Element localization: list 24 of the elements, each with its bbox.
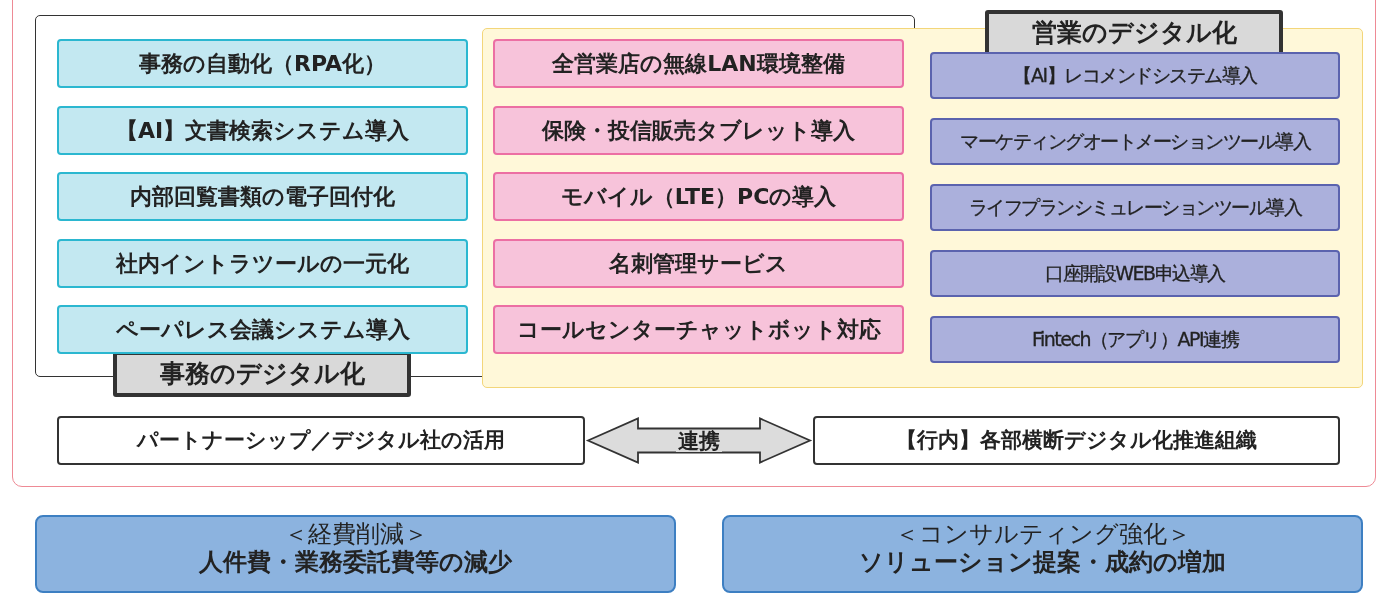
group-heading: 事務のデジタル化	[113, 351, 411, 397]
task-box: マーケティングオートメーションツール導入	[930, 118, 1340, 165]
task-box: 名刺管理サービス	[493, 239, 904, 288]
task-box: 【AI】レコメンドシステム導入	[930, 52, 1340, 99]
task-box: 口座開設WEB申込導入	[930, 250, 1340, 297]
task-box: 全営業店の無線LAN環境整備	[493, 39, 904, 88]
task-box: 【AI】文書検索システム導入	[57, 106, 468, 155]
task-box: ライフプランシミュレーションツール導入	[930, 184, 1340, 231]
box-title: 人件費・業務委託費等の減少	[199, 548, 512, 577]
edge-label: 連携	[676, 429, 722, 452]
task-box: ペーパレス会議システム導入	[57, 305, 468, 354]
box-subtitle: ＜コンサルティング強化＞	[894, 521, 1191, 549]
box-title: ソリューション提案・成約の増加	[859, 548, 1226, 577]
task-box: モバイル（LTE）PCの導入	[493, 172, 904, 221]
double-arrow	[585, 417, 813, 464]
task-box: 事務の自動化（RPA化）	[57, 39, 468, 88]
task-box: コールセンターチャットボット対応	[493, 305, 904, 354]
box-subtitle: ＜経費削減＞	[283, 521, 428, 549]
task-box: Fintech（アプリ）API連携	[930, 316, 1340, 363]
process-box: パートナーシップ／デジタル社の活用	[57, 416, 585, 465]
task-box: 保険・投信販売タブレット導入	[493, 106, 904, 155]
process-box: 【行内】各部横断デジタル化推進組織	[813, 416, 1340, 465]
task-box: 社内イントラツールの一元化	[57, 239, 468, 288]
task-box: 内部回覧書類の電子回付化	[57, 172, 468, 221]
